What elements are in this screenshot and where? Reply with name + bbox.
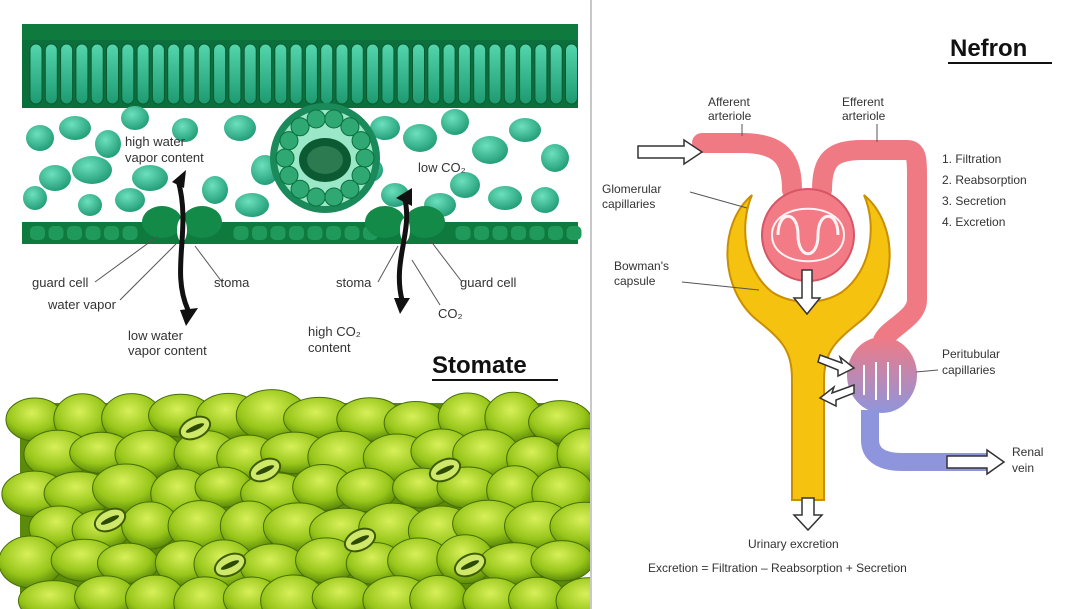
secretion-arrow	[820, 385, 854, 406]
efferent-label-1: Efferent	[842, 95, 884, 109]
glomerular-label-1: Glomerular	[602, 182, 661, 196]
bowmans-label-2: capsule	[614, 274, 656, 288]
peritubular-label-2: capillaries	[942, 363, 995, 377]
stoma-left-label: stoma	[214, 275, 250, 290]
guard-cell-right-label: guard cell	[460, 275, 516, 290]
bowmans-label-1: Bowman's	[614, 259, 669, 273]
nefron-diagram: Nefron	[592, 0, 1070, 609]
afferent-label-2: arteriole	[708, 109, 752, 123]
stoma-right-label: stoma	[336, 275, 372, 290]
guard-cell-left-label: guard cell	[32, 275, 88, 290]
nefron-title: Nefron	[950, 35, 1027, 62]
excretion-equation: Excretion = Filtration – Reabsorption + …	[648, 561, 907, 575]
high-water-vapor-label-2: vapor content	[125, 150, 204, 165]
renal-vein-label-2: vein	[1012, 461, 1034, 475]
afferent-arteriole	[702, 143, 792, 190]
upper-epidermis	[22, 24, 578, 40]
renal-vein-label-1: Renal	[1012, 445, 1043, 459]
high-co2-label-1: high CO₂	[308, 324, 361, 339]
glomerular-label-2: capillaries	[602, 197, 655, 211]
stomate-title: Stomate	[432, 352, 527, 379]
step-2: 2. Reabsorption	[942, 173, 1027, 187]
low-water-vapor-label-2: vapor content	[128, 343, 207, 358]
efferent-label-2: arteriole	[842, 109, 886, 123]
afferent-label-1: Afferent	[708, 95, 750, 109]
high-water-vapor-label-1: high water	[125, 134, 186, 149]
co2-label: CO₂	[438, 306, 463, 321]
peritubular-label-1: Peritubular	[942, 347, 1000, 361]
low-water-vapor-label-1: low water	[128, 328, 184, 343]
urinary-excretion-label: Urinary excretion	[748, 537, 839, 551]
step-1: 1. Filtration	[942, 152, 1001, 166]
vascular-bundle	[270, 103, 380, 213]
stomate-panel: high water vapor content low CO₂ guard c…	[0, 0, 590, 609]
step-3: 3. Secretion	[942, 194, 1006, 208]
urinary-outflow-arrow	[794, 498, 822, 530]
stomate-diagram: high water vapor content low CO₂ guard c…	[0, 0, 590, 609]
leaf-surface-image	[0, 390, 590, 609]
step-4: 4. Excretion	[942, 215, 1005, 229]
high-co2-label-2: content	[308, 340, 351, 355]
low-co2-label: low CO₂	[418, 160, 466, 175]
glomerulus	[762, 189, 854, 281]
nefron-panel: Nefron	[590, 0, 1070, 609]
water-vapor-label: water vapor	[47, 297, 117, 312]
